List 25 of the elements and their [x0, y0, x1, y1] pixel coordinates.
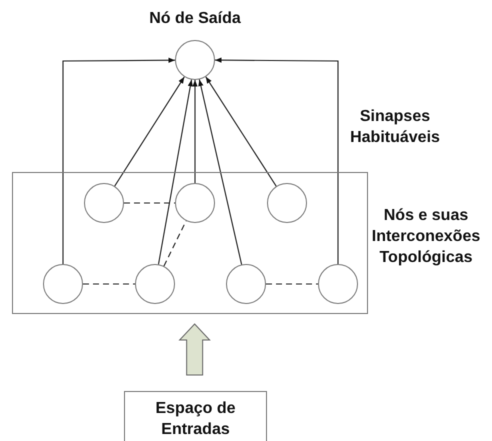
node-label: Espaço de Entradas [154, 399, 237, 440]
synapse-arrow [205, 76, 277, 186]
neuron-node [175, 183, 215, 223]
neuron-node [318, 264, 358, 304]
block-arrow [178, 323, 211, 376]
neuron-node [43, 264, 83, 304]
annotation-label: Nós e suas Interconexões Topológicas [370, 206, 482, 268]
synapse-arrow [198, 79, 242, 265]
synapse-arrow [62, 58, 175, 264]
neuron-node [135, 264, 175, 304]
synapse-arrow [158, 80, 193, 264]
connection-line [266, 283, 318, 285]
connection-line [83, 283, 135, 285]
synapse-arrow [114, 76, 185, 186]
neuron-node [226, 264, 266, 304]
synapse-arrow [192, 80, 198, 183]
synapse-arrow [215, 58, 339, 264]
neuron-node [267, 183, 307, 223]
neuron-node [84, 183, 124, 223]
neuron-node [175, 40, 215, 80]
input-box [124, 391, 267, 441]
connection-line [124, 202, 175, 204]
annotation-label: Nó de Saída [148, 9, 242, 29]
annotation-label: Sinapses Habituáveis [349, 107, 441, 148]
network-frame [12, 172, 368, 314]
